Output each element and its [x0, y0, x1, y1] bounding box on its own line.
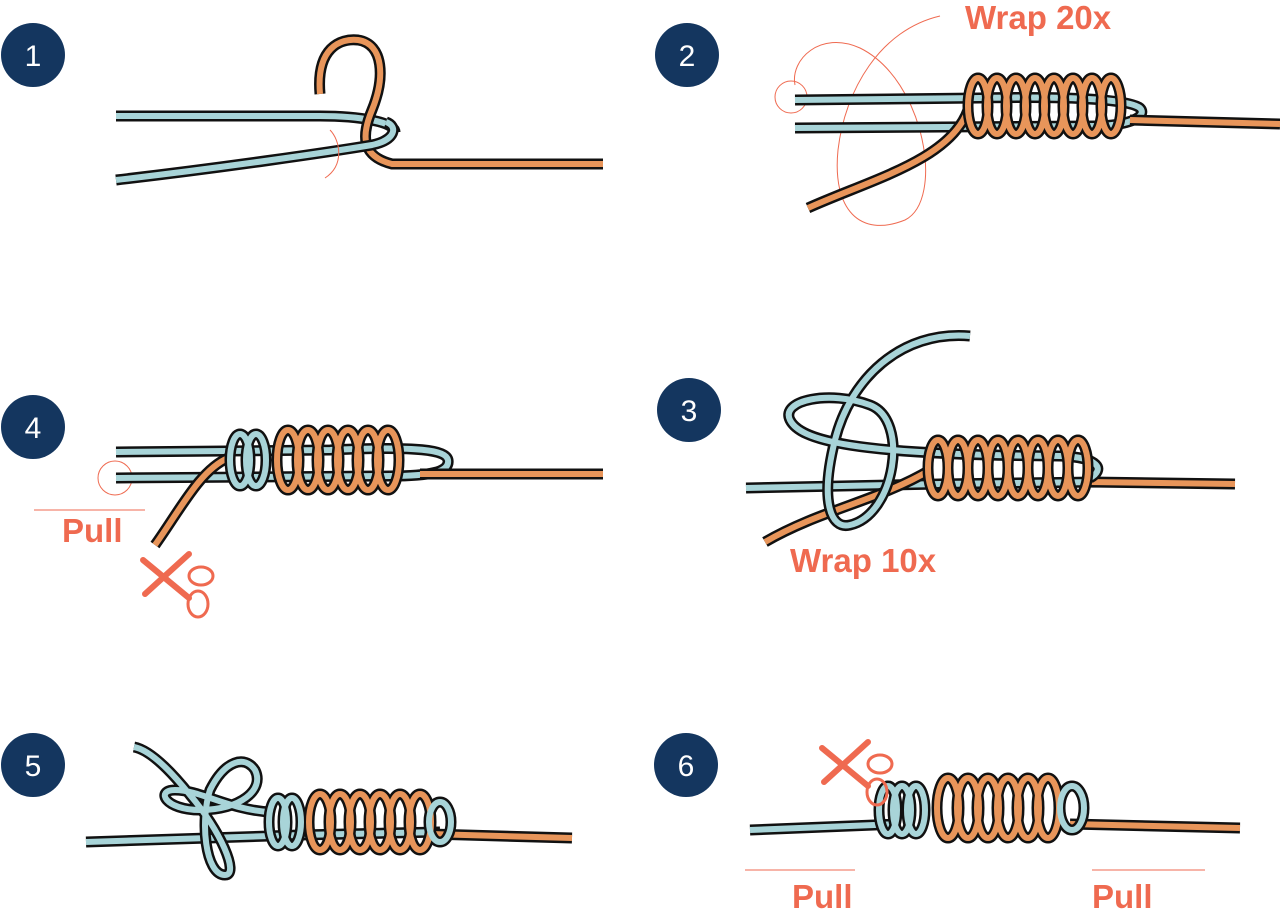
step-3-badge: 3: [657, 378, 721, 442]
scissors-icon: [143, 554, 213, 617]
step-6-pull-left-label: Pull: [792, 878, 853, 915]
step-6-badge: 6: [654, 733, 718, 797]
step-5-lines: [85, 741, 573, 881]
step-3-label: Wrap 10x: [790, 542, 937, 579]
step-1: 1: [1, 23, 603, 186]
step-6: 6 Pull Pull: [654, 733, 1241, 915]
step-6-pull-right-label: Pull: [1092, 878, 1153, 915]
step-3-number: 3: [681, 395, 698, 428]
step-4-lines: [34, 424, 603, 549]
step-5-number: 5: [25, 750, 42, 783]
step-2: 2 Wrap 20x: [655, 0, 1280, 226]
step-5: 5: [1, 733, 573, 881]
step-4-badge: 4: [1, 395, 65, 459]
step-5-badge: 5: [1, 733, 65, 797]
step-4-number: 4: [25, 412, 42, 445]
step-3: 3 Wrap 10x: [657, 330, 1236, 579]
step-2-lines: [774, 15, 1280, 226]
step-1-lines: [115, 34, 603, 186]
step-2-label: Wrap 20x: [965, 0, 1112, 36]
step-1-number: 1: [25, 40, 42, 73]
step-1-badge: 1: [1, 23, 65, 87]
step-3-lines: [745, 330, 1236, 547]
step-6-lines: [745, 772, 1241, 871]
step-2-number: 2: [679, 40, 696, 73]
step-2-badge: 2: [655, 23, 719, 87]
step-6-number: 6: [678, 750, 695, 783]
step-4: 4 Pull: [1, 395, 603, 617]
step-4-pull-label: Pull: [62, 512, 123, 549]
